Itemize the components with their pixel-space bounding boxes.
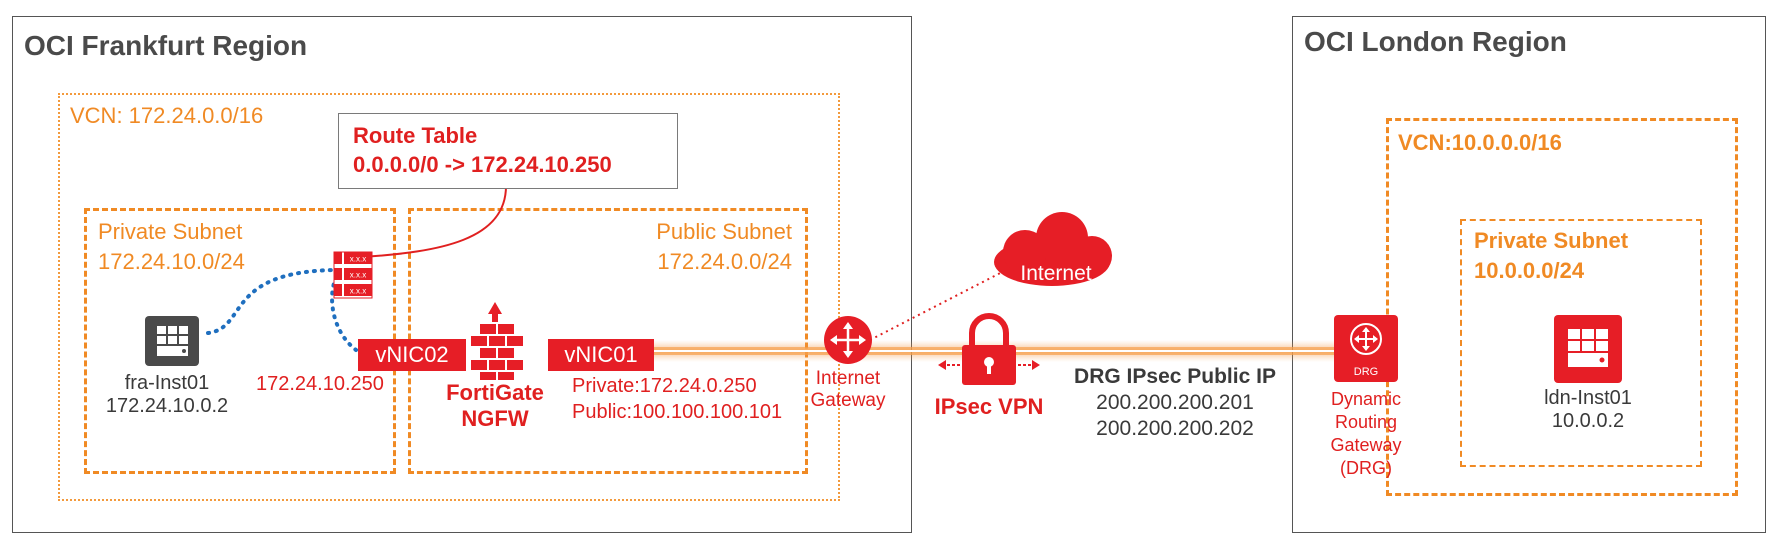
ipsec-vpn-label: IPsec VPN	[934, 394, 1044, 419]
drg-label-line3: Gateway	[1330, 435, 1402, 455]
drg-label-line1: Dynamic	[1330, 389, 1401, 409]
drg-public-ip-block: DRG IPsec Public IP 200.200.200.201 200.…	[1060, 364, 1290, 442]
frankfurt-region-box	[12, 16, 912, 533]
vnic02-badge: vNIC02	[358, 339, 466, 371]
drg-router-icon: DRG	[1334, 315, 1398, 382]
fortigate-label: FortiGate NGFW	[446, 380, 544, 432]
frankfurt-region-title: OCI Frankfurt Region	[24, 30, 308, 61]
instance-route-link	[206, 268, 336, 335]
fra-instance-ip: 172.24.10.0.2	[105, 395, 229, 417]
drg-public-ip-1: 200.200.200.201	[1096, 391, 1254, 414]
london-private-subnet-label: Private Subnet 10.0.0.0/24	[1474, 226, 1628, 286]
london-vcn-box	[1386, 118, 1738, 496]
frankfurt-vcn-box	[58, 93, 840, 501]
internet-gateway-label: Internet Gateway	[800, 368, 896, 412]
route-row-3: x.x.x	[350, 287, 366, 296]
london-region-title: OCI London Region	[1304, 26, 1567, 57]
ldn-instance-ip: 10.0.0.2	[1551, 410, 1625, 432]
frankfurt-public-subnet-label: Public Subnet 172.24.0.0/24	[560, 217, 792, 277]
london-subnet-cidr: 10.0.0.0/24	[1474, 258, 1585, 283]
ldn-instance-label: ldn-Inst01 10.0.0.2	[1518, 387, 1658, 433]
server-grid-icon	[145, 316, 199, 366]
cloud-icon	[994, 212, 1112, 286]
fortigate-line1: FortiGate	[446, 380, 544, 405]
fra-instance-name: fra-Inst01	[124, 372, 210, 394]
padlock-icon	[938, 313, 1040, 385]
route-table-rule: 0.0.0.0/0 -> 172.24.10.250	[353, 152, 612, 177]
london-vcn-label: VCN:10.0.0.0/16	[1398, 130, 1562, 155]
drg-icon-text: DRG	[1354, 366, 1378, 378]
public-subnet-cidr: 172.24.0.0/24	[657, 249, 792, 274]
london-region-box	[1292, 16, 1766, 533]
london-private-subnet-box	[1460, 219, 1702, 467]
public-subnet-name: Public Subnet	[656, 219, 792, 244]
drg-label: Dynamic Routing Gateway (DRG)	[1316, 388, 1416, 480]
vnic02-ip: 172.24.10.250	[256, 373, 384, 395]
ldn-instance-name: ldn-Inst01	[1544, 387, 1632, 409]
internet-gateway-line2: Gateway	[810, 390, 886, 411]
drg-label-line4: (DRG)	[1340, 458, 1392, 478]
route-table-connector	[361, 185, 507, 258]
ldn-server-icon	[1554, 315, 1622, 383]
fortigate-line2: NGFW	[461, 406, 529, 431]
drg-public-ip-title: DRG IPsec Public IP	[1074, 365, 1276, 388]
frankfurt-private-subnet-label: Private Subnet 172.24.10.0/24	[98, 217, 245, 277]
router-icon	[824, 316, 872, 364]
firewall-icon	[471, 302, 523, 380]
internet-gateway-line1: Internet	[815, 368, 881, 389]
london-subnet-name: Private Subnet	[1474, 228, 1629, 253]
vnic01-public: Public:100.100.100.101	[572, 401, 783, 423]
private-subnet-name: Private Subnet	[98, 219, 243, 244]
vnic01-badge: vNIC01	[548, 339, 654, 371]
fra-instance-label: fra-Inst01 172.24.10.0.2	[92, 372, 242, 418]
private-subnet-cidr: 172.24.10.0/24	[98, 249, 245, 274]
gateway-internet-link	[869, 267, 1011, 341]
route-row-1: x.x.x	[350, 255, 366, 264]
vnic01-addresses: Private:172.24.0.250 Public:100.100.100.…	[572, 373, 782, 425]
drg-label-line2: Routing	[1334, 412, 1398, 432]
drg-public-ip-2: 200.200.200.202	[1096, 417, 1254, 440]
vnic01-private: Private:172.24.0.250	[572, 375, 757, 397]
route-table-icon: x.x.x x.x.x x.x.x	[333, 251, 373, 299]
route-table-title: Route Table	[353, 123, 478, 148]
frankfurt-vcn-label: VCN: 172.24.0.0/16	[70, 103, 264, 128]
route-row-2: x.x.x	[350, 271, 366, 280]
internet-cloud-label: Internet	[1020, 262, 1092, 285]
route-table-box: Route Table 0.0.0.0/0 -> 172.24.10.250	[338, 113, 678, 189]
